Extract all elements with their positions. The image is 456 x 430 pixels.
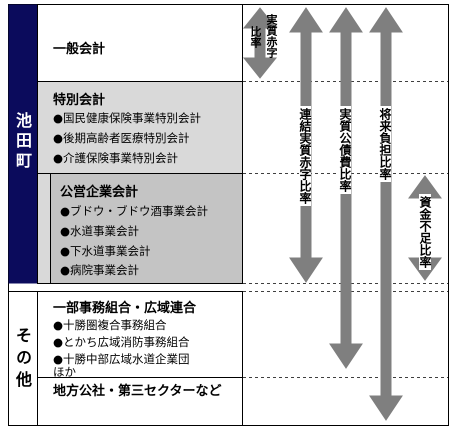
public-item: ●ブドウ・ブドウ酒事業会計: [60, 204, 209, 218]
general-block: [37, 4, 243, 82]
town-label: 池田町: [13, 112, 32, 172]
third-sector-block: [37, 377, 243, 426]
union-item: ●とかち広域消防事務組合: [53, 335, 190, 349]
public-item: ●水道事業会計: [60, 224, 140, 238]
union-item: ほか: [53, 365, 76, 379]
union-item: ●十勝中部広域水道企業団: [53, 352, 190, 366]
union-title: 一部事務組合・広域連合: [53, 301, 197, 316]
real-deficit-label-a: 実質赤字: [265, 14, 278, 58]
other-column: [8, 291, 38, 426]
special-item: ●国民健康保険事業特別会計: [53, 111, 202, 125]
consolidated-label: 連結実質赤字比率: [298, 106, 312, 206]
special-item: ●後期高齢者医療特別会計: [53, 131, 190, 145]
third-sector-title: 地方公社・第三セクターなど: [53, 384, 222, 399]
union-item: ●十勝圏複合事務組合: [53, 318, 167, 332]
future-burden-label: 将来負担比率: [378, 106, 392, 182]
public-block: [50, 173, 243, 284]
public-item: ●下水道事業会計: [60, 244, 151, 258]
special-title: 特別会計: [53, 93, 106, 108]
special-item: ●介護保険事業特別会計: [53, 151, 179, 165]
future-burden-arrow: [369, 7, 403, 421]
town-column: [8, 4, 38, 284]
general-title: 一般会計: [53, 42, 106, 57]
real-deficit-arrow: [242, 7, 278, 79]
public-item: ●病院事業会計: [60, 263, 140, 277]
public-title: 公営企業会計: [60, 185, 139, 200]
special-block: [37, 81, 243, 174]
debt-service-label: 実質公債費比率: [338, 106, 352, 194]
real-deficit-label-b: 比率: [249, 26, 262, 48]
other-label: その他: [13, 327, 32, 393]
fund-shortage-label: 資金不足比率: [418, 194, 432, 270]
